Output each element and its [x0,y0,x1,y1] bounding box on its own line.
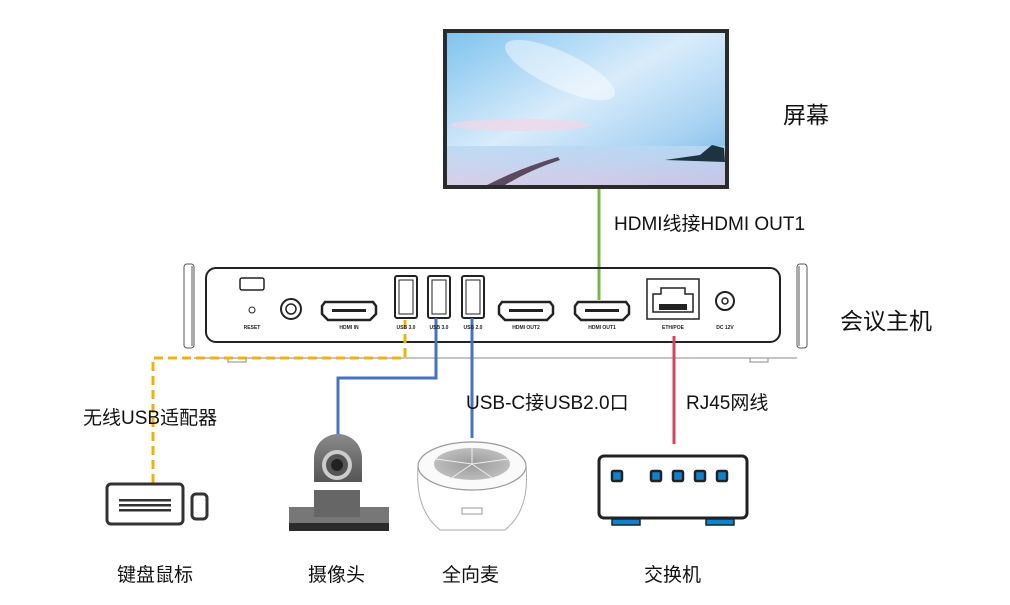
wireless-usb-line [151,320,407,490]
keyboard-mouse-label: 键盘鼠标 [117,565,194,586]
port-label-hdmi-out2: HDMI OUT2 [512,325,540,331]
port-label-reset: RESET [243,325,261,331]
screen-label: 屏幕 [783,102,829,128]
omni-mic-icon [417,441,528,531]
port-label-usb2: USB 3.0 [429,325,449,331]
screen-monitor [443,29,729,189]
port-label-usb3: USB 2.0 [463,325,483,331]
camera-label: 摄像头 [308,565,366,586]
camera-icon [289,434,389,531]
switch-icon [597,454,749,526]
mic-label: 全向麦 [442,565,500,586]
rj45-label: RJ45网线 [686,393,769,414]
host-label: 会议主机 [840,308,932,334]
port-label-dc: DC 12V [716,325,734,331]
usb-c-label: USB-C接USB2.0口 [466,393,629,414]
wireless-usb-label: 无线USB适配器 [83,408,218,429]
switch-label: 交换机 [644,565,702,586]
port-label-eth: ETH/POE [662,325,684,331]
conference-host [183,263,808,363]
keyboard-mouse-icon [105,482,209,526]
port-label-hdmi-out1: HDMI OUT1 [588,325,616,331]
camera-usb-line [336,318,438,440]
port-label-hdmi-in: HDMI IN [339,325,359,331]
hdmi-cable-label: HDMI线接HDMI OUT1 [614,214,806,235]
port-label-usb1: USB 3.0 [396,325,416,331]
